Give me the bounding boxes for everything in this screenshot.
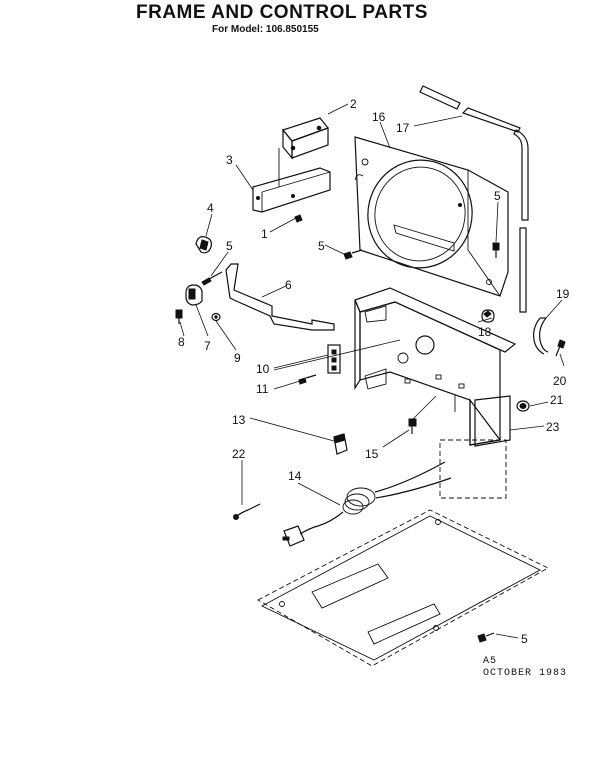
part-5-screw-right: [492, 242, 500, 258]
callout-18: 18: [478, 325, 492, 339]
callout-5-bottom: 5: [521, 632, 528, 646]
part-4-knob: [195, 236, 212, 254]
part-14-power-cord: [282, 461, 452, 547]
part-18-clip: [481, 309, 495, 323]
part-9-nut: [211, 312, 221, 322]
callout-8: 8: [178, 335, 185, 349]
part-6-bracket: [225, 263, 335, 331]
part-19-hose: [533, 317, 549, 355]
callout-6: 6: [285, 278, 292, 292]
part-15-screw: [408, 418, 417, 434]
callout-17: 17: [396, 121, 410, 135]
part-22-wire-clip: [233, 503, 261, 520]
part-8-screw: [175, 309, 183, 324]
callout-5-mid: 5: [318, 239, 325, 253]
part-3-bracket: [252, 148, 331, 213]
callout-15: 15: [365, 447, 379, 461]
callout-11: 11: [256, 382, 269, 396]
base-pan: [257, 509, 549, 667]
part-5-screw-mid: [343, 249, 363, 260]
callout-21: 21: [550, 393, 564, 407]
callout-5-right: 5: [494, 189, 501, 203]
callout-labels: 2 3 4 1 5 6 5 16 17 5 8 7 9 10 11 13 15 …: [178, 97, 570, 646]
footer-date: OCTOBER 1983: [483, 668, 568, 679]
callout-23: 23: [546, 420, 560, 434]
callout-2: 2: [350, 97, 357, 111]
callout-19: 19: [556, 287, 570, 301]
part-5-screw-left: [201, 271, 223, 286]
dashed-outline-box: [439, 439, 507, 499]
callout-13: 13: [232, 413, 246, 427]
callout-16: 16: [372, 110, 386, 124]
callout-10: 10: [256, 362, 270, 376]
diagram-title: FRAME AND CONTROL PARTS: [136, 2, 428, 23]
part-13-capacitor: [333, 433, 348, 455]
part-10-terminal-block: [327, 344, 341, 374]
model-number: For Model: 106.850155: [212, 24, 319, 35]
callout-7: 7: [204, 339, 211, 353]
callout-4: 4: [207, 201, 214, 215]
part-21-washer: [516, 400, 530, 412]
footer-code: A5: [483, 656, 498, 667]
callout-3: 3: [226, 153, 233, 167]
part-11-screw: [298, 374, 317, 385]
callout-1: 1: [261, 227, 268, 241]
leader-lines: [179, 103, 565, 639]
part-1-screw: [294, 214, 303, 223]
part-2-box: [281, 117, 329, 160]
part-7-switch: [185, 284, 203, 306]
callout-9: 9: [234, 351, 241, 365]
part-16-back-panel: [354, 136, 509, 297]
callout-5-left: 5: [226, 239, 233, 253]
callout-22: 22: [232, 447, 246, 461]
part-20-screw: [555, 339, 566, 357]
callout-14: 14: [288, 469, 302, 483]
part-5-screw-bottom: [477, 632, 495, 643]
part-17-trim-strips: [419, 85, 529, 313]
callout-20: 20: [553, 374, 567, 388]
main-chassis: [354, 287, 517, 447]
